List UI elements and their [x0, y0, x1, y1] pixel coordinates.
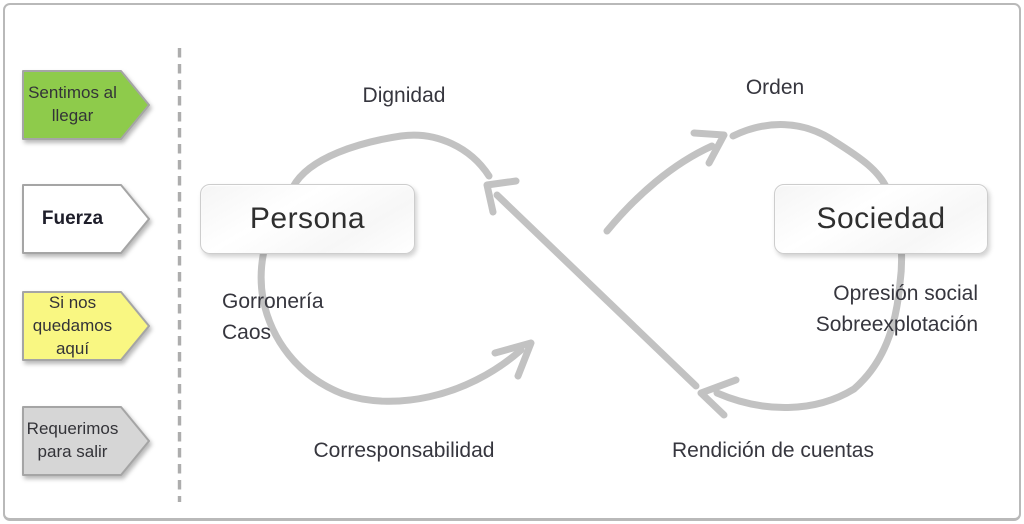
stage-arrow-label: Si nos quedamos aquí [32, 292, 113, 358]
label-orden: Orden [745, 76, 805, 99]
node-sociedad-label: Sociedad [816, 202, 946, 235]
arrowhead-left-icon [697, 376, 740, 419]
arrowhead-up-left-icon [483, 177, 520, 216]
label-left-side: Gorronería Caos [222, 286, 442, 348]
label-dignidad: Dignidad [362, 84, 446, 107]
label-corresponsabilidad: Corresponsabilidad [313, 439, 495, 462]
label-opresion-social: Opresión social [833, 282, 978, 305]
node-persona-label: Persona [249, 202, 366, 235]
node-sociedad: Sociedad [774, 184, 988, 254]
stage-arrow-quedamos: Si nos quedamos aquí [21, 289, 153, 363]
stage-arrow-requerimos: Requerimos para salir [21, 404, 153, 478]
right-loop-path [713, 121, 906, 412]
pentagon-arrow-icon [22, 406, 150, 476]
stage-arrow-label: Sentimos al llegar [28, 83, 117, 125]
stage-arrow-fuerza: Fuerza [21, 182, 153, 256]
stage-arrow-sentimos: Sentimos al llegar [21, 68, 153, 142]
ascending-diagonal-path [603, 142, 716, 235]
descending-diagonal-path [493, 191, 700, 390]
node-persona: Persona [200, 184, 415, 254]
arrowhead-right-icon [690, 129, 728, 167]
stage-arrow-label: Requerimos para salir [26, 419, 119, 461]
pentagon-arrow-icon [22, 184, 150, 254]
label-sobreexplotacion: Sobreexplotación [815, 313, 978, 336]
left-loop-path [257, 131, 525, 405]
label-right-side: Opresión social Sobreexplotación [738, 278, 978, 340]
pentagon-arrow-icon [22, 70, 150, 140]
label-rendicion-de-cuentas: Rendición de cuentas [672, 439, 874, 462]
pentagon-arrow-icon [22, 291, 150, 361]
label-caos: Caos [222, 321, 272, 344]
arrowhead-up-right-icon [491, 339, 535, 380]
stage-arrow-label: Fuerza [41, 207, 104, 229]
label-gorroneria: Gorronería [222, 290, 324, 313]
